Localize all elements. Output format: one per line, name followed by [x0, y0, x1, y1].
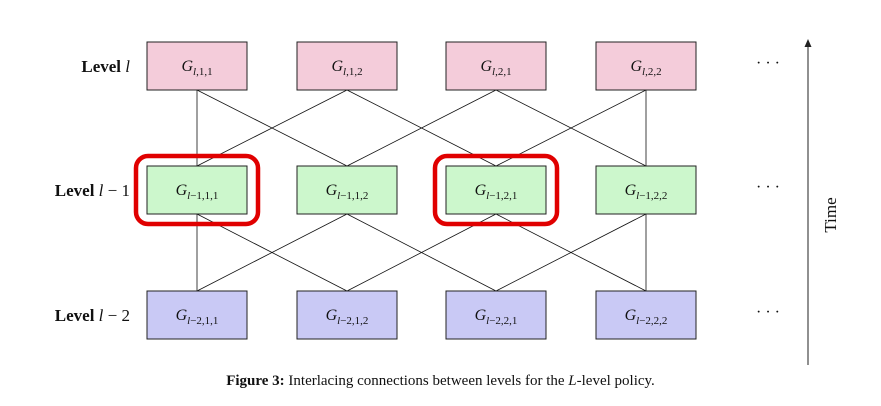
time-arrow-head: [804, 39, 812, 47]
node-rect: [146, 41, 248, 91]
node-label: Gl−2,2,1: [475, 307, 518, 327]
node-rect: [296, 41, 398, 91]
node-label: Gl,2,1: [480, 58, 511, 78]
connection-line: [346, 213, 497, 292]
node-rect: [146, 165, 248, 215]
node-rect: [445, 41, 547, 91]
figure-caption: Figure 3: Interlacing connections betwee…: [0, 373, 881, 390]
node-label: Gl−2,1,2: [326, 307, 369, 327]
node-box: Gl−1,1,1: [146, 165, 248, 215]
caption-italic-var: L: [568, 373, 577, 389]
connection-line: [196, 213, 348, 292]
node-rect: [296, 165, 398, 215]
node-rect: [445, 290, 547, 340]
node-label: Gl−1,2,2: [625, 182, 668, 202]
node-box: Gl−1,1,2: [296, 165, 398, 215]
connections-layer: [196, 89, 647, 292]
node-box: Gl−1,2,1: [445, 165, 547, 215]
node-label: Gl−1,1,2: [326, 182, 369, 202]
caption-text-after: -level policy.: [576, 373, 655, 389]
node-label: Gl−1,1,1: [176, 182, 219, 202]
level-label: Level l − 2: [55, 306, 130, 325]
node-box: Gl,2,2: [595, 41, 697, 91]
node-label: Gl,1,1: [181, 58, 212, 78]
caption-text-before: Interlacing connections between levels f…: [284, 373, 569, 389]
node-rect: [296, 290, 398, 340]
node-rect: [146, 290, 248, 340]
node-label: Gl−1,2,1: [475, 182, 518, 202]
highlight-frame: [133, 153, 261, 227]
node-box: Gl,2,1: [445, 41, 547, 91]
connection-line: [495, 213, 647, 292]
level-labels: Level l Level l − 1 Level l − 2: [55, 57, 131, 325]
node-label: Gl,2,2: [630, 58, 661, 78]
node-rect: [595, 290, 697, 340]
highlight-frame: [432, 153, 560, 227]
level-label: Level l: [81, 57, 130, 76]
level-label: Level l − 1: [55, 181, 130, 200]
highlights-layer: [133, 153, 560, 227]
node-box: Gl,1,1: [146, 41, 248, 91]
caption-figure-number: Figure 3:: [226, 373, 285, 389]
node-rect: [595, 165, 697, 215]
node-box: Gl−2,1,1: [146, 290, 248, 340]
node-label: Gl−2,1,1: [176, 307, 219, 327]
node-label: Gl,1,2: [331, 58, 362, 78]
node-box: Gl−2,2,2: [595, 290, 697, 340]
node-box: Gl,1,2: [296, 41, 398, 91]
node-rect: [445, 165, 547, 215]
ellipsis: · · ·: [756, 179, 780, 196]
ellipsis-layer: · · · · · · · · ·: [756, 55, 780, 321]
node-rect: [595, 41, 697, 91]
connection-line: [346, 89, 497, 167]
node-box: Gl−2,1,2: [296, 290, 398, 340]
time-axis: Time: [804, 39, 840, 365]
connection-line: [495, 89, 647, 167]
node-box: Gl−2,2,1: [445, 290, 547, 340]
node-box: Gl−1,2,2: [595, 165, 697, 215]
ellipsis: · · ·: [756, 304, 780, 321]
connection-line: [196, 89, 348, 167]
ellipsis: · · ·: [756, 55, 780, 72]
time-label: Time: [821, 197, 840, 232]
nodes-layer: Gl,1,1 Gl,1,2 Gl,2,1 Gl,2,2Gl−1,1,1 Gl−1,1,2…: [146, 41, 697, 340]
node-label: Gl−2,2,2: [625, 307, 668, 327]
